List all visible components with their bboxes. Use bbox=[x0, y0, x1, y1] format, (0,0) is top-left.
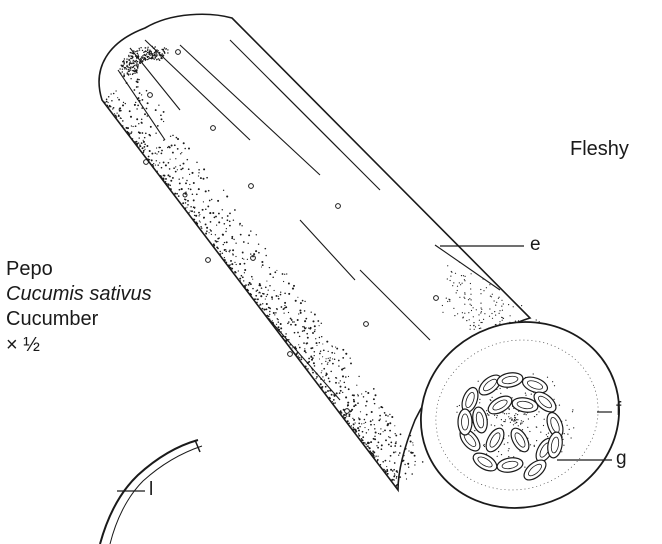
category-label: Fleshy bbox=[570, 138, 629, 161]
fruit-type-label: Pepo bbox=[6, 258, 53, 281]
label-g: g bbox=[616, 448, 627, 470]
seed bbox=[458, 409, 472, 435]
species-label: Cucumis sativus bbox=[6, 283, 152, 306]
scale-label: × ½ bbox=[6, 334, 40, 357]
label-l: l bbox=[149, 479, 153, 501]
common-name-label: Cucumber bbox=[6, 308, 98, 331]
label-e: e bbox=[530, 234, 541, 256]
label-f: f bbox=[616, 399, 621, 421]
